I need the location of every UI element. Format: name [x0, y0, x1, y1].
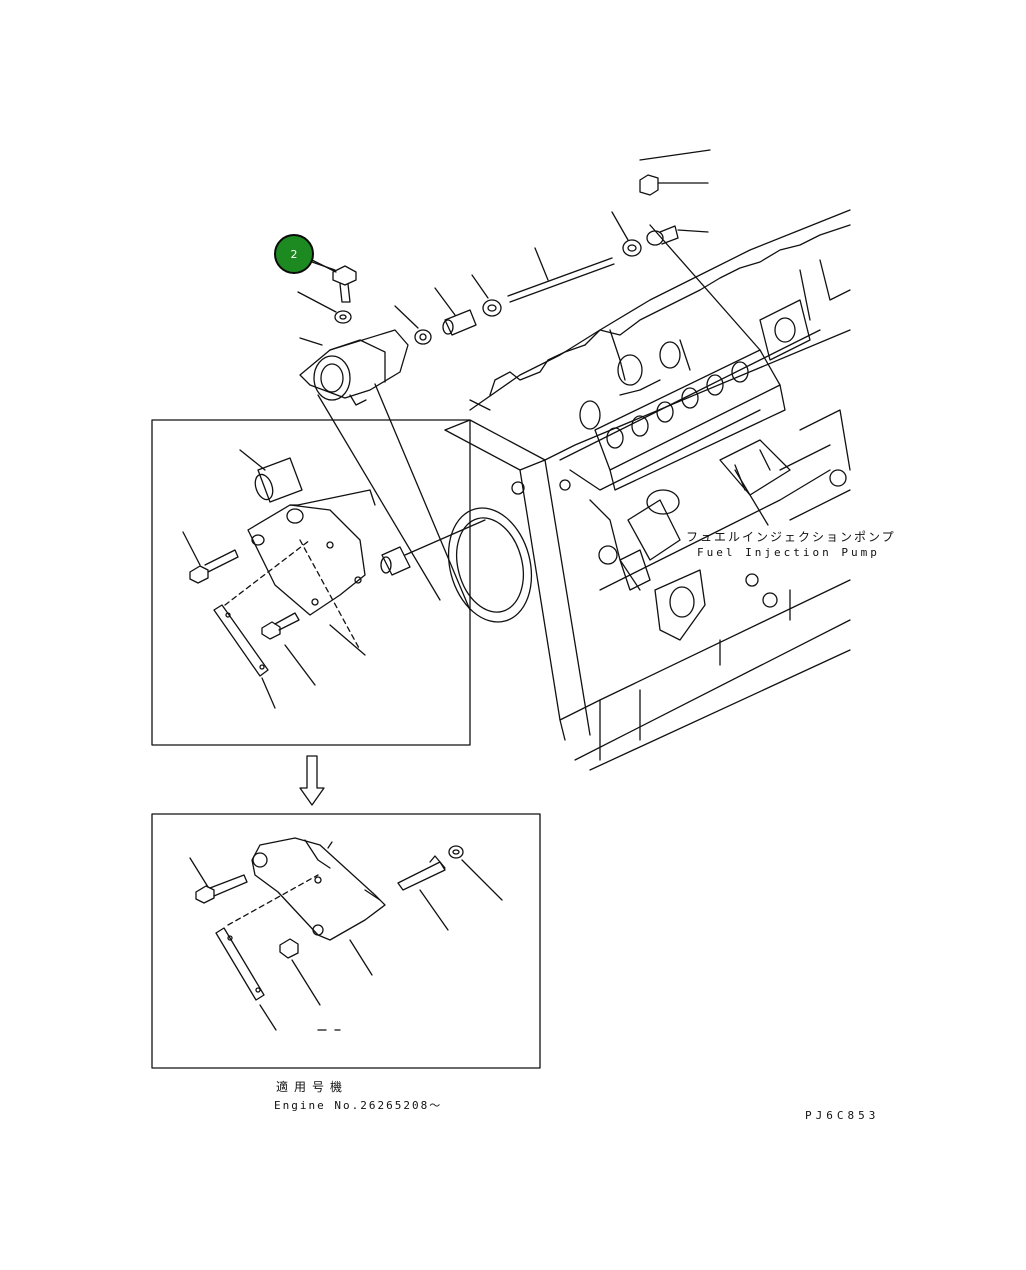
applicable-label-jp: 適用号機	[276, 1080, 349, 1094]
detail-box-after	[151, 813, 541, 1069]
detail-box-before	[151, 419, 486, 746]
pump-label-en: Fuel Injection Pump	[697, 546, 880, 559]
callout-2[interactable]: 2	[274, 234, 314, 274]
down-arrow-icon	[299, 755, 325, 806]
drawing-code: PJ6C853	[805, 1109, 880, 1122]
pump-label-jp: フュエルインジェクションポンプ	[686, 530, 896, 544]
exploded-parts	[297, 149, 761, 611]
engine-serial-label: Engine No.26265208～	[274, 1099, 443, 1112]
engine-block	[444, 209, 851, 771]
fuel-injection-pump	[594, 349, 791, 591]
